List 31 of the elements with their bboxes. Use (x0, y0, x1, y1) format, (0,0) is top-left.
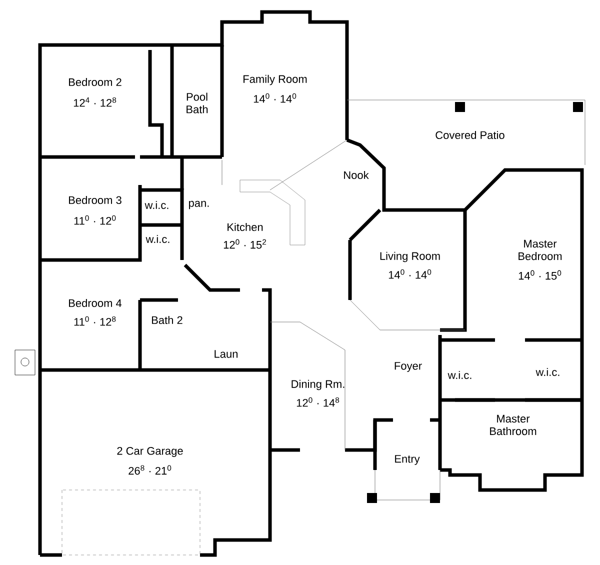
room-label: Bedroom 3 (69, 196, 122, 204)
room-label: Kitchen (228, 222, 263, 232)
room-label: Master Bedroom (518, 240, 562, 260)
room-label: Pool Bath (186, 92, 208, 114)
room-label: Foyer (394, 362, 422, 372)
dimension-label: 14$^{0}$ · 14$^{0}$ (254, 93, 296, 103)
dimension-label: 12$^{0}$ · 14$^{8}$ (296, 397, 340, 407)
room-label: w.i.c. (536, 368, 560, 376)
room-label: Bedroom 2 (69, 78, 122, 86)
room-label: Covered Patio (436, 130, 504, 140)
room-label: Family Room (244, 74, 307, 86)
room-label: Entry (395, 455, 420, 465)
room-label: Master Bathroom (490, 414, 536, 436)
room-label: Laun (214, 350, 238, 358)
room-label: w.i.c. (144, 200, 168, 210)
room-label: 2 Car Garage (117, 447, 183, 457)
room-label: Dining Rm. (292, 380, 344, 390)
room-label: w.i.c. (146, 234, 170, 244)
room-label: Bedroom 4 (69, 298, 122, 308)
room-label: pan. (189, 200, 209, 210)
room-label: Living Room (380, 252, 440, 262)
dimension-label: 26$^{8}$ · 21$^{0}$ (128, 465, 172, 475)
dimension-label: 12$^{0}$ · 15$^{2}$ (224, 239, 266, 249)
dimension-label: 11$^{0}$ · 12$^{0}$ (74, 215, 116, 225)
dimension-label: 11$^{0}$ · 12$^{8}$ (74, 316, 116, 326)
dimension-label: 12$^{4}$ · 12$^{8}$ (74, 97, 116, 107)
dimension-label: 14$^{0}$ · 14$^{0}$ (388, 269, 432, 279)
room-label: Nook (344, 170, 369, 180)
room-label: Bath 2 (152, 316, 182, 324)
room-label: w.i.c. (448, 370, 472, 380)
dimension-label: 14$^{0}$ · 15$^{0}$ (518, 270, 562, 280)
